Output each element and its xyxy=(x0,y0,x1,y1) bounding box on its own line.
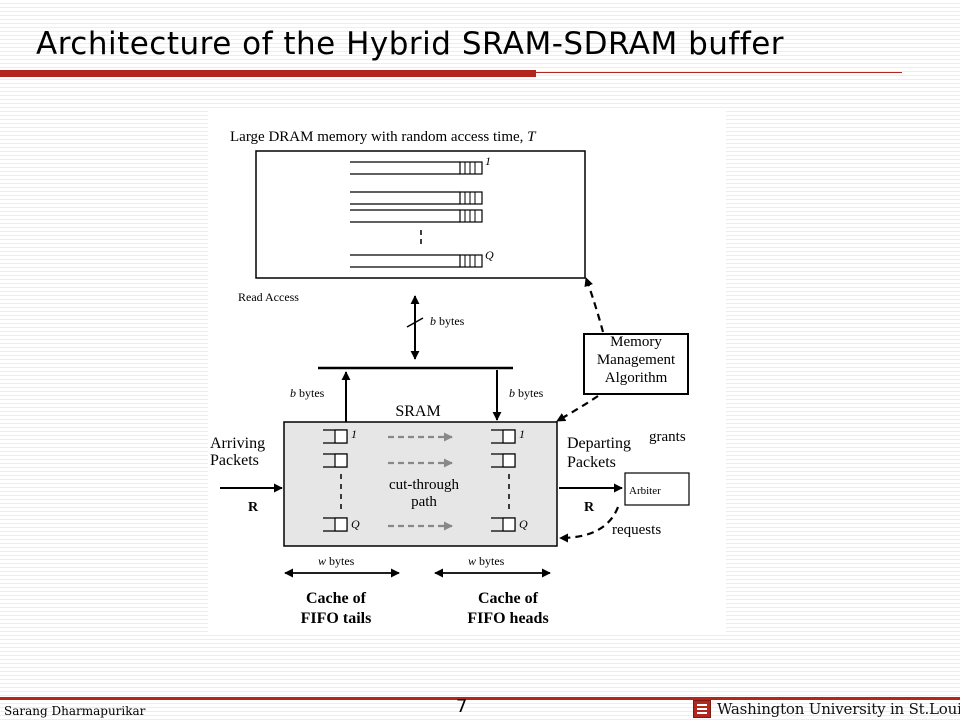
footer-author: Sarang Dharmapurikar xyxy=(4,704,146,718)
cut-through-arrows xyxy=(388,432,453,531)
mma-dram-control-arrow xyxy=(584,277,605,333)
institution-logo: Washington University in St.Louis xyxy=(693,700,960,718)
mma-sram-control-arrow xyxy=(556,395,599,422)
title-underline xyxy=(0,70,536,77)
svg-text:Large DRAM memory with random: Large DRAM memory with random access tim… xyxy=(230,129,537,145)
tail-queue-first-label: 1 xyxy=(351,427,357,441)
sram-label: SRAM xyxy=(395,403,440,420)
sram-read-width-label: b bytes xyxy=(509,386,544,400)
institution-name: Washington University in St.Louis xyxy=(717,700,960,718)
mma-line2: Management xyxy=(597,352,676,368)
mma-line3: Algorithm xyxy=(605,370,668,386)
head-cache-queues xyxy=(491,429,516,532)
arriving-line2: Packets xyxy=(210,452,259,469)
departure-rate-label: R xyxy=(584,500,595,515)
dram-queue-row-3-final xyxy=(350,209,483,223)
dram-queue-first-label: 1 xyxy=(485,154,491,168)
page-title: Architecture of the Hybrid SRAM-SDRAM bu… xyxy=(36,26,785,62)
dram-bus-width-label: b bytes xyxy=(430,314,465,328)
tail-queue-last-label: Q xyxy=(351,517,360,531)
footer-rule xyxy=(0,697,960,700)
head-cache-width-label: w bytes xyxy=(468,554,505,568)
requests-arrow xyxy=(559,506,620,543)
dram-title-t: T xyxy=(527,129,537,145)
cache-heads-line2: FIFO heads xyxy=(467,610,548,627)
head-queue-last-label: Q xyxy=(519,517,528,531)
tail-cache-width-label: w bytes xyxy=(318,554,355,568)
departing-line2: Packets xyxy=(567,454,616,471)
mma-line1: Memory xyxy=(610,334,662,350)
page-number: 7 xyxy=(456,696,468,717)
arriving-line1: Arriving xyxy=(210,435,265,452)
architecture-diagram: Large DRAM memory with random access tim… xyxy=(208,110,726,632)
cut-through-line2: path xyxy=(411,494,437,510)
dram-queue-1 xyxy=(350,161,483,175)
cache-tails-line2: FIFO tails xyxy=(301,610,372,627)
memory-management-box xyxy=(583,333,689,395)
cut-through-line1: cut-through xyxy=(389,477,459,493)
cache-tails-line1: Cache of xyxy=(306,590,367,607)
cache-heads-line1: Cache of xyxy=(478,590,539,607)
dram-memory-block: Large DRAM memory with random access tim… xyxy=(230,129,586,279)
dram-box xyxy=(255,150,586,279)
bus-width-tick xyxy=(406,317,424,328)
dram-queue-last-label: Q xyxy=(485,248,494,262)
dram-queue-2 xyxy=(350,191,483,205)
dram-title: Large DRAM memory with random access tim… xyxy=(230,129,527,145)
dram-queue-last xyxy=(350,254,483,268)
arrival-rate-label: R xyxy=(248,500,259,515)
departing-line1: Departing xyxy=(567,435,631,452)
arbiter-label: Arbiter xyxy=(629,485,661,497)
requests-label: requests xyxy=(612,522,661,538)
title-underline-thin xyxy=(536,72,902,73)
grants-label: grants xyxy=(649,429,686,445)
sram-write-width-label: b bytes xyxy=(290,386,325,400)
head-queue-first-label: 1 xyxy=(519,427,525,441)
arbiter-box xyxy=(624,472,690,506)
university-shield-icon xyxy=(693,700,711,718)
read-access-label: Read Access xyxy=(238,290,299,304)
tail-cache-queues xyxy=(323,429,348,532)
